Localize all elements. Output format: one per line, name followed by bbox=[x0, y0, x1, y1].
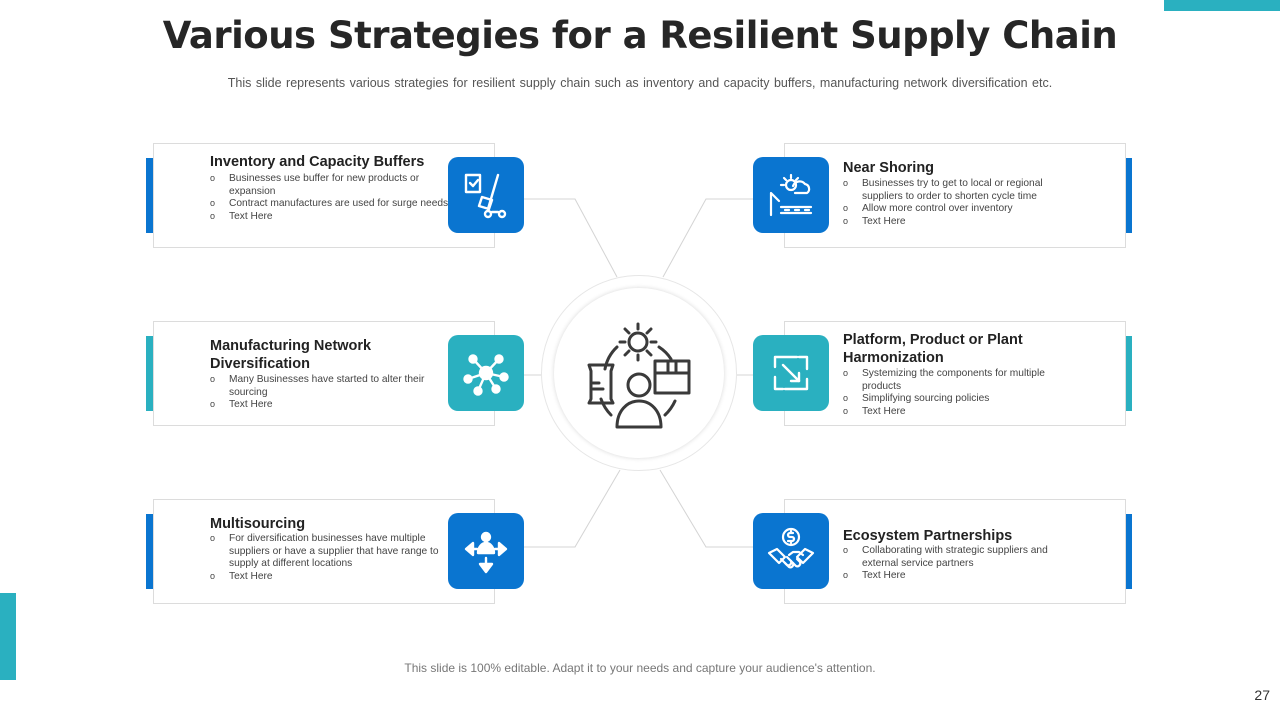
strategy-card-harmonization: Platform, Product or Plant Harmonization… bbox=[784, 321, 1126, 426]
bullet-item: Allow more control over inventory bbox=[843, 202, 1083, 216]
handshake-partnership-icon bbox=[767, 527, 815, 569]
strategy-title: Near Shoring bbox=[843, 160, 935, 176]
strategy-title: Multisourcing bbox=[210, 516, 306, 532]
connector-line bbox=[524, 469, 621, 548]
corner-accent-top bbox=[1164, 0, 1280, 11]
bullet-item: Many Businesses have started to alter th… bbox=[210, 373, 450, 399]
strategy-card-manufacturing: Manufacturing Network Diversification Ma… bbox=[153, 321, 495, 426]
bullet-item: Text Here bbox=[843, 569, 1083, 583]
strategy-card-near-shoring: Near Shoring Businesses try to get to lo… bbox=[784, 143, 1126, 248]
multisourcing-arrows-icon bbox=[464, 531, 508, 574]
strategy-title: Platform, Product or Plant Harmonization bbox=[843, 332, 1023, 366]
bullet-item: Contract manufactures are used for surge… bbox=[210, 197, 450, 211]
strategy-title: Manufacturing Network Diversification bbox=[210, 338, 372, 372]
strategy-card-ecosystem: Ecosystem Partnerships Collaborating wit… bbox=[784, 499, 1126, 604]
manufacturing-icon-box bbox=[448, 335, 524, 411]
ecosystem-icon-box bbox=[753, 513, 829, 589]
strategy-bullets: Collaborating with strategic suppliers a… bbox=[843, 544, 1083, 583]
near-shoring-icon bbox=[769, 173, 813, 217]
bullet-item: Text Here bbox=[210, 398, 450, 412]
harmonization-icon bbox=[773, 355, 809, 391]
connector-line bbox=[524, 198, 618, 278]
accent-bar bbox=[146, 514, 153, 589]
bullet-item: Simplifying sourcing policies bbox=[843, 392, 1083, 406]
bullet-item: Text Here bbox=[210, 210, 450, 224]
strategy-bullets: For diversification businesses have mult… bbox=[210, 532, 450, 584]
network-nodes-icon bbox=[463, 354, 509, 396]
connector-line bbox=[662, 198, 753, 278]
bullet-item: Text Here bbox=[843, 405, 1083, 419]
strategy-bullets: Systemizing the components for multiple … bbox=[843, 367, 1083, 419]
slide-subtitle: This slide represents various strategies… bbox=[227, 76, 1053, 90]
inventory-icon-box bbox=[448, 157, 524, 233]
strategy-bullets: Businesses use buffer for new products o… bbox=[210, 172, 450, 224]
strategy-card-inventory: Inventory and Capacity Buffers Businesse… bbox=[153, 143, 495, 248]
bullet-item: Businesses use buffer for new products o… bbox=[210, 172, 450, 198]
strategy-title: Ecosystem Partnerships bbox=[843, 528, 1013, 544]
bullet-item: Systemizing the components for multiple … bbox=[843, 367, 1083, 393]
bullet-item: Text Here bbox=[210, 570, 450, 584]
slide-title: Various Strategies for a Resilient Suppl… bbox=[162, 14, 1118, 57]
bullet-item: Collaborating with strategic suppliers a… bbox=[843, 544, 1083, 570]
strategy-card-multisourcing: Multisourcing For diversification busine… bbox=[153, 499, 495, 604]
accent-bar bbox=[146, 158, 153, 233]
page-number: 27 bbox=[1254, 687, 1270, 703]
bullet-item: Text Here bbox=[843, 215, 1083, 229]
supply-chain-person-icon bbox=[587, 322, 691, 429]
multisourcing-icon-box bbox=[448, 513, 524, 589]
inventory-cart-icon bbox=[464, 173, 507, 219]
strategy-bullets: Many Businesses have started to alter th… bbox=[210, 373, 450, 412]
bullet-item: Businesses try to get to local or region… bbox=[843, 177, 1083, 203]
harmonization-icon-box bbox=[753, 335, 829, 411]
accent-bar bbox=[1125, 158, 1132, 233]
accent-bar bbox=[1125, 336, 1132, 411]
accent-bar bbox=[1125, 514, 1132, 589]
connector-line bbox=[659, 469, 753, 548]
bullet-item: For diversification businesses have mult… bbox=[210, 532, 450, 571]
near-shoring-icon-box bbox=[753, 157, 829, 233]
strategy-bullets: Businesses try to get to local or region… bbox=[843, 177, 1083, 229]
strategy-title: Inventory and Capacity Buffers bbox=[210, 154, 425, 170]
corner-accent-bottom bbox=[0, 593, 16, 680]
slide-footer: This slide is 100% editable. Adapt it to… bbox=[404, 661, 876, 675]
accent-bar bbox=[146, 336, 153, 411]
